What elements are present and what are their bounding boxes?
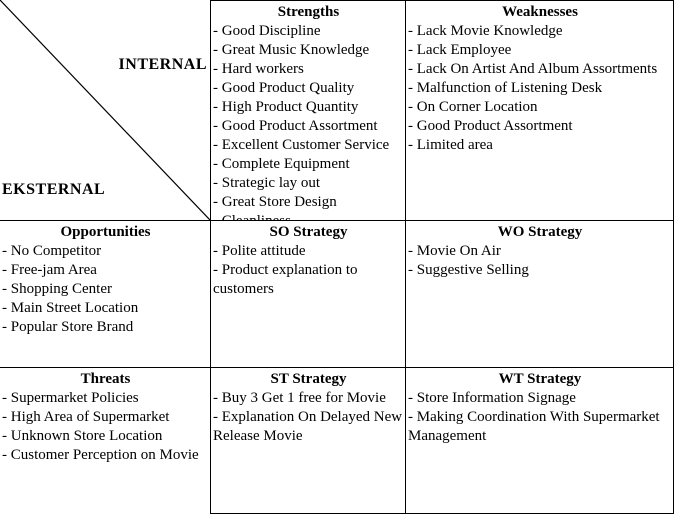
so-strategy-title: SO Strategy — [269, 224, 348, 240]
list-item: No Competitor — [2, 242, 209, 261]
corner-header-cell: INTERNAL EKSTERNAL — [0, 0, 210, 221]
list-item: Unknown Store Location — [2, 427, 209, 446]
list-item: Lack Employee — [408, 41, 672, 60]
threats-title: Threats — [80, 371, 131, 387]
list-item: Great Music Knowledge — [213, 41, 404, 60]
weaknesses-list: Lack Movie KnowledgeLack EmployeeLack On… — [408, 22, 672, 155]
weaknesses-title: Weaknesses — [502, 4, 578, 20]
cell-wt-strategy: WT Strategy Store Information SignageMak… — [405, 368, 674, 514]
list-item: Store Information Signage — [408, 389, 672, 408]
list-item: Explanation On Delayed New Release Movie — [213, 408, 404, 446]
list-item: Limited area — [408, 136, 672, 155]
internal-axis-label: INTERNAL — [118, 56, 207, 73]
external-axis-label: EKSTERNAL — [2, 181, 106, 198]
list-item: Shopping Center — [2, 280, 209, 299]
list-item: Buy 3 Get 1 free for Movie — [213, 389, 404, 408]
opportunities-title: Opportunities — [60, 224, 151, 240]
list-item: Good Product Assortment — [213, 117, 404, 136]
strengths-title: Strengths — [277, 4, 340, 20]
st-strategy-list: Buy 3 Get 1 free for MovieExplanation On… — [213, 389, 404, 446]
st-strategy-title: ST Strategy — [270, 371, 347, 387]
threats-list: Supermarket PoliciesHigh Area of Superma… — [2, 389, 209, 465]
list-item: Cleanliness — [213, 212, 404, 220]
list-item: Free-jam Area — [2, 261, 209, 280]
list-item: Movie On Air — [408, 242, 672, 261]
list-item: Excellent Customer Service — [213, 136, 404, 155]
list-item: Main Street Location — [2, 299, 209, 318]
list-item: Lack Movie Knowledge — [408, 22, 672, 41]
list-item: Polite attitude — [213, 242, 404, 261]
cell-weaknesses: Weaknesses Lack Movie KnowledgeLack Empl… — [405, 0, 674, 221]
list-item: Great Store Design — [213, 193, 404, 212]
strengths-list: Good DisciplineGreat Music KnowledgeHard… — [213, 22, 404, 220]
list-item: Good Discipline — [213, 22, 404, 41]
list-item: Strategic lay out — [213, 174, 404, 193]
list-item: Good Product Quality — [213, 79, 404, 98]
list-item: High Area of Supermarket — [2, 408, 209, 427]
opportunities-list: No CompetitorFree-jam AreaShopping Cente… — [2, 242, 209, 337]
so-strategy-list: Polite attitudeProduct explanation to cu… — [213, 242, 404, 299]
list-item: Product explanation to customers — [213, 261, 404, 299]
list-item: Making Coordination With Supermarket Man… — [408, 408, 672, 446]
list-item: High Product Quantity — [213, 98, 404, 117]
list-item: Suggestive Selling — [408, 261, 672, 280]
list-item: Customer Perception on Movie — [2, 446, 209, 465]
list-item: Hard workers — [213, 60, 404, 79]
list-item: Complete Equipment — [213, 155, 404, 174]
list-item: Popular Store Brand — [2, 318, 209, 337]
wt-strategy-list: Store Information SignageMaking Coordina… — [408, 389, 672, 446]
cell-so-strategy: SO Strategy Polite attitudeProduct expla… — [210, 221, 405, 368]
list-item: On Corner Location — [408, 98, 672, 117]
cell-wo-strategy: WO Strategy Movie On AirSuggestive Selli… — [405, 221, 674, 368]
cell-st-strategy: ST Strategy Buy 3 Get 1 free for MovieEx… — [210, 368, 405, 514]
diagonal-divider-line — [0, 0, 210, 220]
list-item: Malfunction of Listening Desk — [408, 79, 672, 98]
wo-strategy-title: WO Strategy — [497, 224, 583, 240]
list-item: Lack On Artist And Album Assortments — [408, 60, 672, 79]
list-item: Good Product Assortment — [408, 117, 672, 136]
cell-opportunities: Opportunities No CompetitorFree-jam Area… — [0, 221, 210, 368]
list-item: Supermarket Policies — [2, 389, 209, 408]
cell-threats: Threats Supermarket PoliciesHigh Area of… — [0, 368, 210, 514]
cell-strengths: Strengths Good DisciplineGreat Music Kno… — [210, 0, 405, 221]
wt-strategy-title: WT Strategy — [498, 371, 582, 387]
wo-strategy-list: Movie On AirSuggestive Selling — [408, 242, 672, 280]
